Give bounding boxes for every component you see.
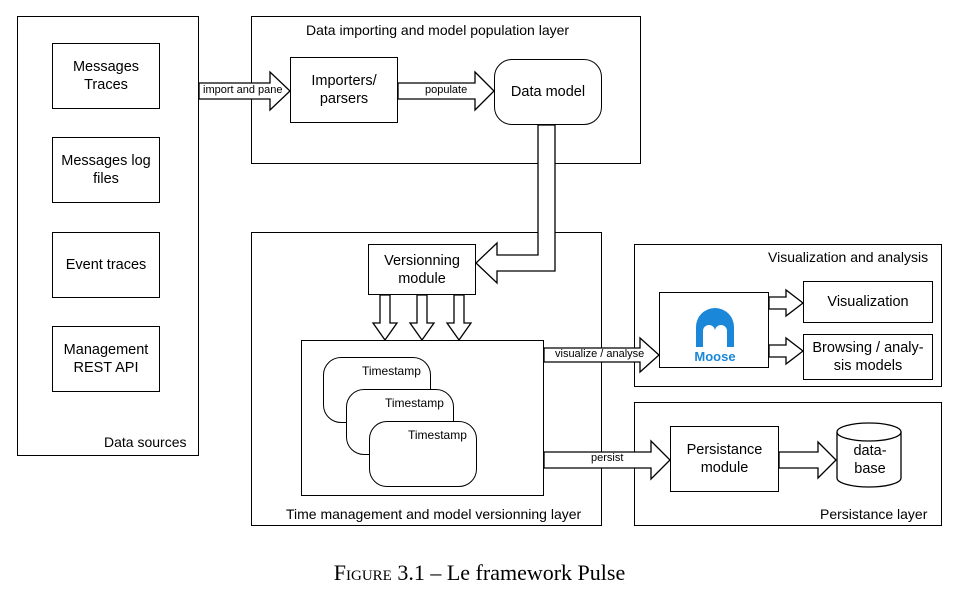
data-sources-layer: [17, 16, 199, 456]
event-traces-label: Event traces: [65, 257, 147, 273]
database-label: data- base: [853, 443, 887, 477]
browsing-analysis-label: Browsing / analy- sis models: [812, 340, 924, 374]
visualize-arrow-label: visualize / analyse: [555, 348, 645, 360]
figure-word: Figure: [333, 560, 392, 585]
moose-node: Moose: [659, 292, 769, 368]
persistance-layer-label: Persistance layer: [820, 506, 928, 522]
moose-to-visualization-arrow: [768, 288, 805, 318]
browsing-analysis-node: Browsing / analy- sis models: [803, 334, 933, 380]
persist-arrow: [543, 439, 671, 481]
event-traces-node: Event traces: [52, 232, 160, 298]
version-down-arrow-3: [445, 294, 473, 342]
time-management-layer: [251, 232, 602, 526]
populate-arrow-label: populate: [425, 84, 468, 96]
timestamp-card-2-label: Timestamp: [385, 396, 444, 410]
moose-to-browsing-arrow: [768, 336, 805, 366]
visualize-arrow: [543, 336, 660, 374]
data-model-label: Data model: [510, 84, 586, 100]
data-model-node: Data model: [494, 59, 602, 125]
data-sources-layer-label: Data sources: [104, 434, 187, 450]
messages-traces-label: Messages Traces: [72, 59, 140, 93]
messages-log-files-label: Messages log files: [61, 153, 151, 187]
versionning-module-node: Versionning module: [368, 244, 476, 295]
moose-label: Moose: [694, 349, 736, 364]
management-rest-api-label: Management REST API: [63, 342, 149, 376]
management-rest-api-node: Management REST API: [52, 326, 160, 392]
database-icon: [836, 422, 902, 488]
persistance-module-label: Persistance module: [686, 442, 763, 476]
persist-arrow-label: persist: [591, 452, 624, 464]
figure-caption: Figure 3.1 – Le framework Pulse: [0, 560, 959, 586]
data-model-to-versionning-arrow: [475, 124, 556, 285]
messages-log-files-node: Messages log files: [52, 137, 160, 203]
timestamp-card-1-label: Timestamp: [362, 364, 421, 378]
visualization-layer-label: Visualization and analysis: [768, 249, 929, 265]
visualization-node: Visualization: [803, 281, 933, 323]
timestamp-card-3: Timestamp: [369, 421, 477, 487]
version-down-arrow-1: [371, 294, 399, 342]
figure-caption-text: 3.1 – Le framework Pulse: [391, 560, 626, 585]
moose-logo-icon: [696, 307, 734, 347]
versionning-module-label: Versionning module: [384, 252, 460, 287]
visualization-layer: [634, 244, 942, 387]
time-management-layer-label: Time management and model versionning la…: [286, 506, 582, 522]
messages-traces-node: Messages Traces: [52, 43, 160, 109]
importers-parsers-label: Importers/ parsers: [311, 73, 377, 107]
import-arrow-label: import and pane: [203, 84, 283, 96]
persistance-module-node: Persistance module: [670, 426, 779, 492]
version-down-arrow-2: [408, 294, 436, 342]
visualization-label: Visualization: [827, 294, 909, 310]
persistance-to-database-arrow: [778, 440, 837, 480]
timestamp-card-3-label: Timestamp: [408, 428, 467, 442]
populate-arrow: [397, 70, 495, 112]
import-arrow: [198, 70, 291, 112]
importing-layer-label: Data importing and model population laye…: [306, 22, 570, 38]
importers-parsers-node: Importers/ parsers: [290, 57, 398, 123]
database-node: data- base: [835, 432, 905, 488]
